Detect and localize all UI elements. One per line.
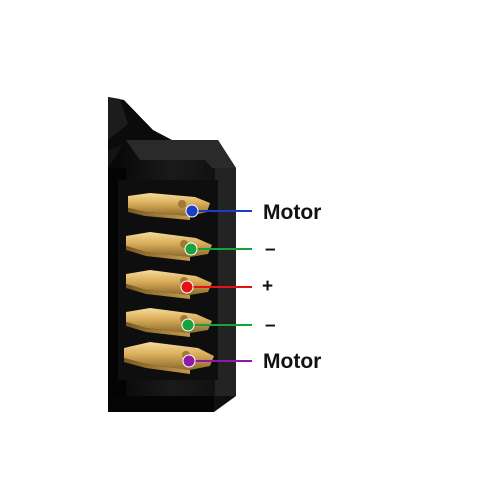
pin-label-plus: + — [262, 276, 274, 297]
callout-motor-bottom — [182, 354, 252, 368]
pin-label-motor-bottom: Motor — [263, 350, 322, 373]
callout-minus-top — [184, 242, 252, 256]
callout-plus — [180, 280, 252, 294]
pin-label-minus-bottom: – — [265, 315, 276, 336]
callout-minus-bottom — [181, 318, 252, 332]
callout-motor-top — [185, 204, 252, 218]
pin-label-motor-top: Motor — [263, 201, 322, 224]
pin-label-minus-top: – — [265, 239, 276, 260]
